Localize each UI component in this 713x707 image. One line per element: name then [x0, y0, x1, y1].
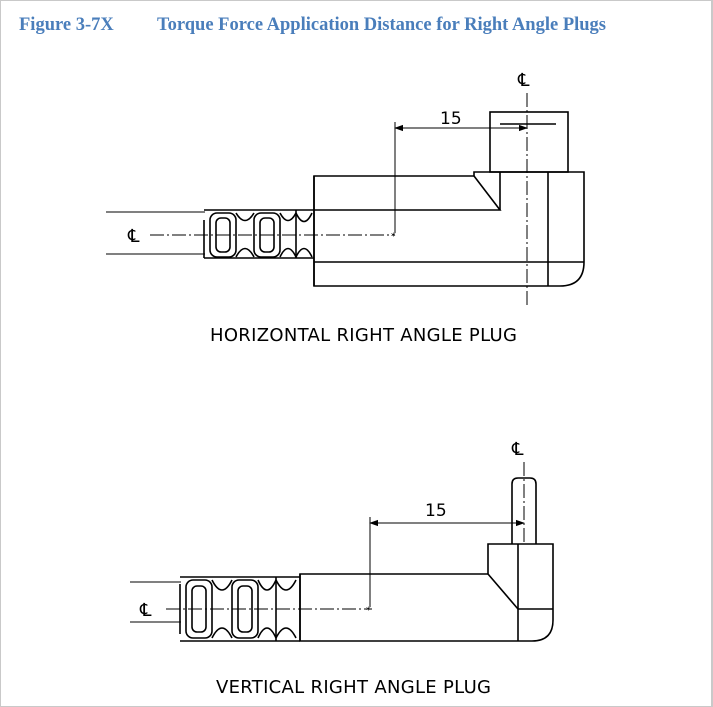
horizontal-plug-drawing: * 15 ℄ ℄ HORIZONTAL RIGHT ANGLE PLUG: [106, 70, 585, 346]
horizontal-plug-caption: HORIZONTAL RIGHT ANGLE PLUG: [210, 325, 517, 346]
connector-pin: [511, 477, 537, 544]
figure-number: Figure 3-7X: [19, 15, 114, 35]
force-point-marker: *: [366, 606, 371, 616]
centerline-symbol-icon: ℄: [517, 70, 530, 91]
vertical-plug-drawing: * 15 ℄ ℄ VERTICAL RIGHT ANGLE PLUG: [130, 439, 554, 698]
figure-title: Figure 3-7X Torque Force Application Dist…: [19, 15, 606, 36]
plug-body: [299, 543, 554, 642]
centerline-symbol-icon: ℄: [511, 439, 524, 460]
force-point-marker: *: [391, 232, 396, 242]
vertical-plug-caption: VERTICAL RIGHT ANGLE PLUG: [216, 677, 491, 698]
centerline-symbol-icon: ℄: [139, 600, 152, 621]
centerline-symbol-icon: ℄: [127, 226, 140, 247]
strain-relief: [203, 209, 314, 259]
dimension-label: 15: [440, 109, 462, 129]
figure-caption-title: Torque Force Application Distance for Ri…: [157, 15, 606, 35]
dimension-label: 15: [425, 501, 447, 521]
connector-pin: [489, 111, 569, 173]
plug-body: [313, 171, 585, 287]
